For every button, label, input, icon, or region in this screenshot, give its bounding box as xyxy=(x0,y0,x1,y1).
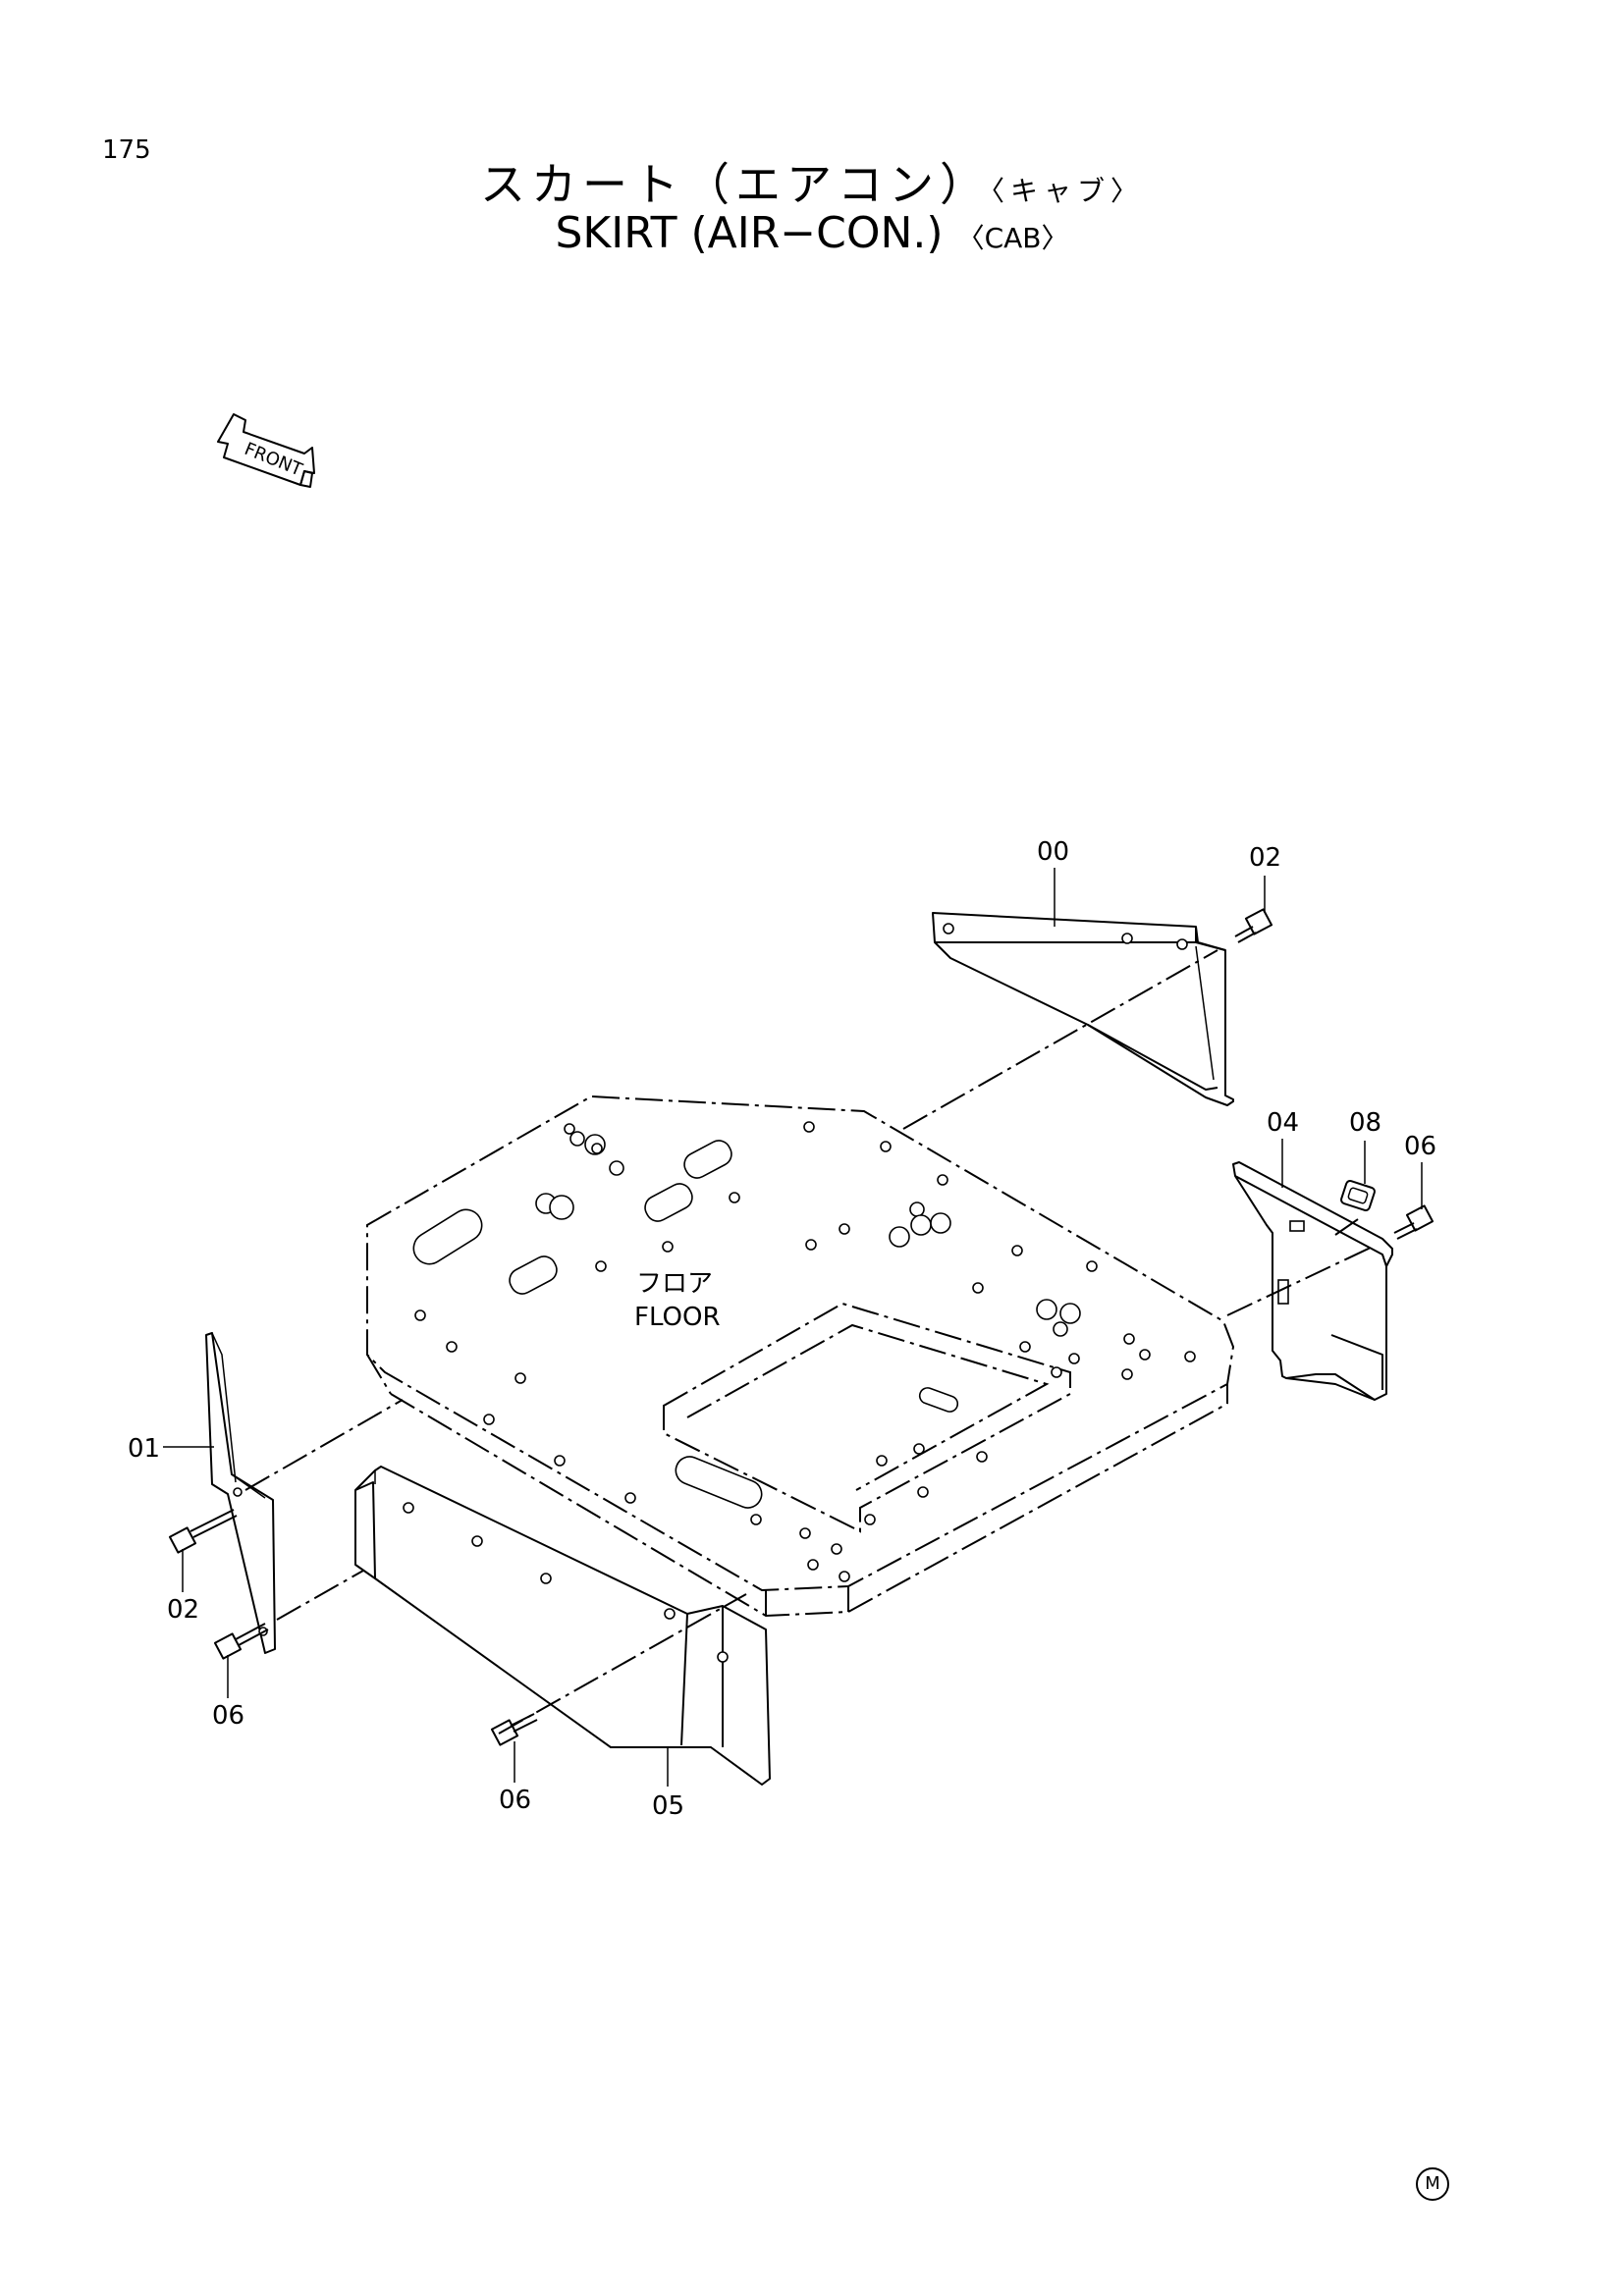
page-number: 175 xyxy=(102,135,151,165)
title-en-text: SKIRT (AIR−CON.) xyxy=(555,208,944,258)
callout-04: 04 xyxy=(1267,1108,1299,1138)
bolt-02-upper-icon xyxy=(1234,908,1273,943)
title-jp-tag: 〈キャブ〉 xyxy=(990,175,1144,207)
bolt-06-left-icon xyxy=(213,1623,269,1660)
callout-06-left: 06 xyxy=(212,1701,244,1731)
bolt-06-bottom-icon xyxy=(490,1713,538,1746)
callout-00: 00 xyxy=(1037,837,1069,867)
centerline-05 xyxy=(498,1593,747,1735)
part-00-skirt-bracket xyxy=(932,912,1234,1106)
callout-06-right: 06 xyxy=(1404,1132,1436,1161)
floor-slots xyxy=(412,1140,959,1509)
floor-holes xyxy=(414,1121,1196,1582)
callout-02-upper: 02 xyxy=(1249,843,1281,873)
callout-06-bottom: 06 xyxy=(499,1786,531,1815)
centerline-06-left xyxy=(276,1570,364,1621)
callout-02-left: 02 xyxy=(167,1595,199,1625)
page-title-english: SKIRT (AIR−CON.) 〈CAB〉 xyxy=(0,208,1624,258)
centerline-04 xyxy=(1226,1246,1374,1316)
leader-lines xyxy=(163,868,1423,1787)
bolt-06-right-icon xyxy=(1393,1204,1435,1240)
centerline-08 xyxy=(1334,1216,1362,1236)
bolt-02-left-icon xyxy=(168,1509,238,1554)
callout-01: 01 xyxy=(128,1434,160,1464)
callout-08: 08 xyxy=(1349,1108,1381,1138)
floor-label-jp: フロア xyxy=(636,1269,713,1299)
callout-05: 05 xyxy=(652,1791,684,1821)
centerline-00 xyxy=(902,949,1218,1130)
title-jp-text: スカート（エアコン） xyxy=(479,158,991,211)
part-01-side-plate xyxy=(205,1332,276,1654)
floor-label-en: FLOOR xyxy=(634,1303,721,1332)
title-en-tag: 〈CAB〉 xyxy=(956,222,1069,254)
part-08-grommet-icon xyxy=(1340,1179,1376,1212)
front-arrow-icon: FRONT xyxy=(217,413,315,488)
callout-labels: 00 02 04 08 06 01 02 06 06 05 xyxy=(128,837,1436,1821)
centerline-01 xyxy=(244,1399,404,1491)
footer-mark: M xyxy=(1416,2167,1449,2201)
part-04-bracket xyxy=(1232,1161,1393,1401)
page-title-japanese: スカート（エアコン）〈キャブ〉 xyxy=(0,149,1624,214)
floor-plate: フロア FLOOR xyxy=(366,1095,1235,1618)
part-05-front-skirt xyxy=(354,1466,771,1786)
